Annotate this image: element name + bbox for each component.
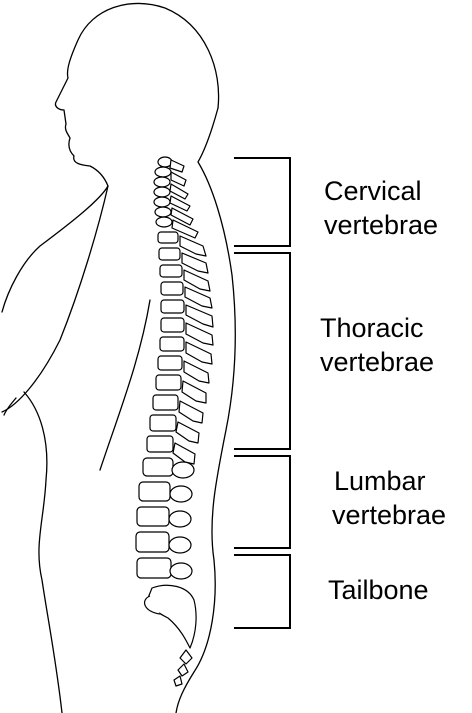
thoracic-bracket [234,253,290,449]
thoracic-spine [147,232,213,464]
lumbar-label-line-1: Lumbar [334,464,446,498]
spine [136,157,213,686]
tailbone-bracket [234,555,290,628]
cervical-spine [154,157,198,238]
thoracic-label-line-1: Thoracic [320,311,434,345]
cervical-bracket [234,158,290,246]
tailbone-label: Tailbone [328,573,429,607]
tailbone-label-line-1: Tailbone [328,573,429,607]
cervical-label-line-1: Cervical [324,174,438,208]
thoracic-label-line-2: vertebrae [320,345,434,379]
cervical-label: Cervical vertebrae [324,174,438,242]
cervical-label-line-2: vertebrae [324,208,438,242]
thoracic-label: Thoracic vertebrae [320,311,434,379]
lumbar-label-line-2: vertebrae [332,498,446,532]
lumbar-label: Lumbar vertebrae [334,464,446,532]
region-brackets [234,158,290,628]
lumbar-bracket [234,456,290,548]
lumbar-spine [136,458,194,579]
sacrum-coccyx [145,585,197,686]
